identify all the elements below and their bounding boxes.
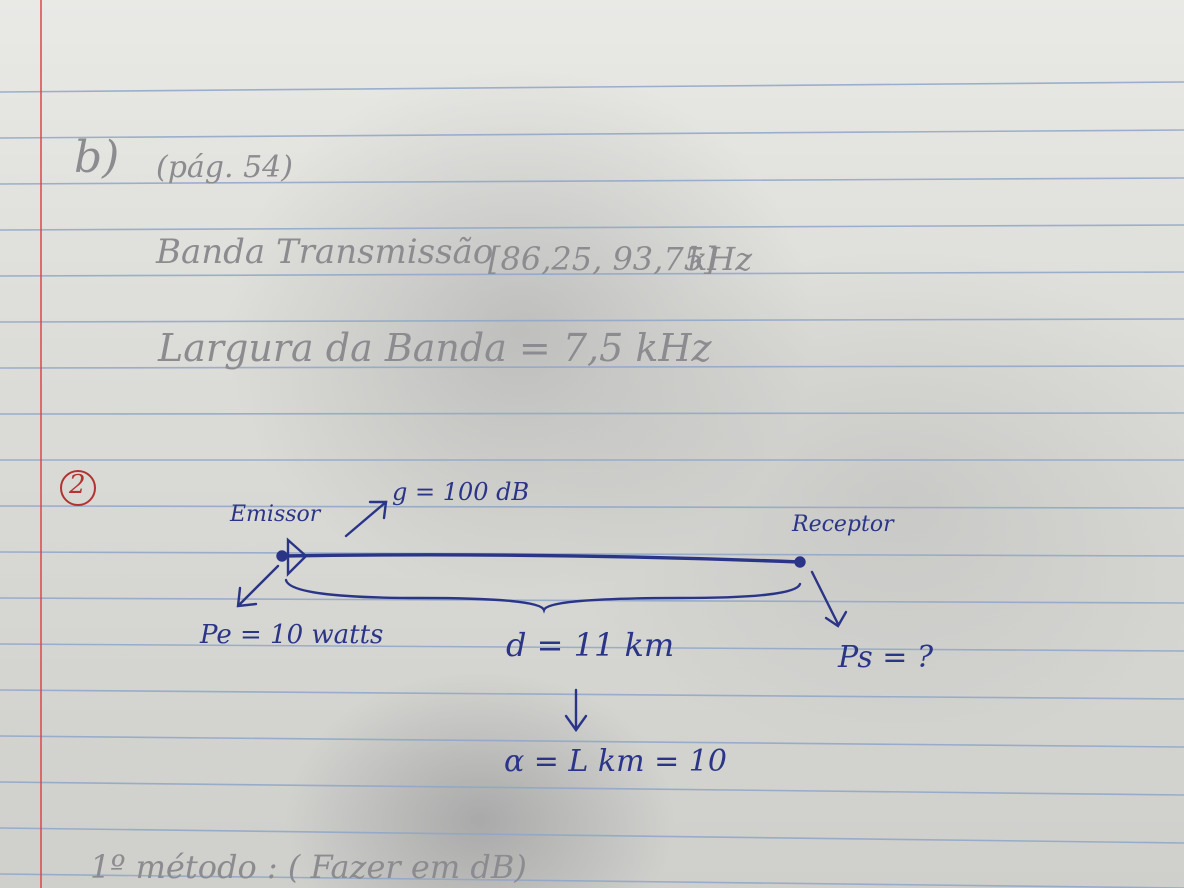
- gain-label: g = 100 dB: [392, 478, 530, 506]
- problem-number: 2: [69, 470, 86, 500]
- distance-label: d = 11 km: [506, 626, 675, 664]
- banda-range: [86,25, 93,75]: [488, 240, 717, 278]
- emissor-dot: [276, 550, 288, 562]
- transmission-line: [280, 553, 802, 564]
- banda-transmissao-label: Banda Transmissão: [156, 232, 494, 272]
- emissor-label: Emissor: [230, 502, 321, 527]
- receptor-label: Receptor: [792, 512, 894, 537]
- problem-number-circle: [60, 470, 96, 506]
- largura-banda-line: Largura da Banda = 7,5 kHz: [158, 326, 712, 370]
- receptor-dot: [794, 556, 806, 568]
- bottom-method-line: 1º método : ( Fazer em dB): [90, 848, 527, 886]
- item-b-label: b): [74, 132, 120, 183]
- ps-label: Ps = ?: [838, 640, 934, 675]
- alpha-label: α = L km = 10: [504, 744, 727, 779]
- antenna-icon: [286, 537, 308, 577]
- pe-label: Pe = 10 watts: [200, 620, 384, 650]
- page-reference: (pág. 54): [156, 150, 293, 185]
- banda-unit: kHz: [688, 240, 753, 278]
- gain-arrow: [344, 500, 388, 538]
- distance-brace: [284, 578, 802, 614]
- receptor-arrow: [810, 570, 840, 626]
- margin-line: [40, 0, 42, 888]
- power-arrow: [238, 564, 280, 606]
